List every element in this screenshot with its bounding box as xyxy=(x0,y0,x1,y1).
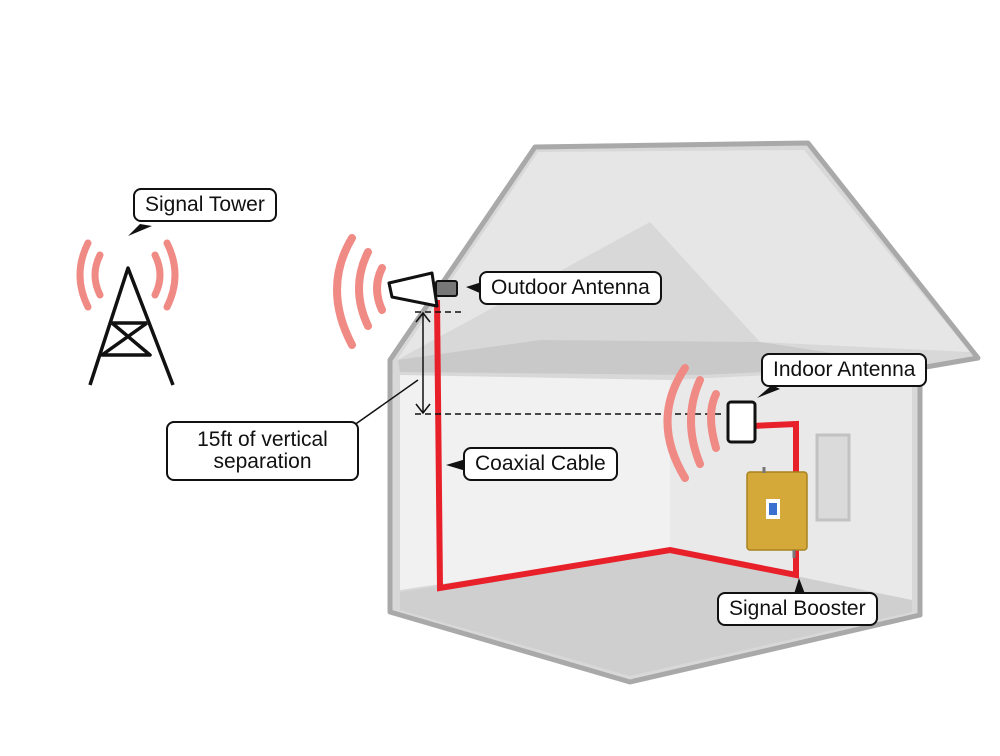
coaxial-cable-line xyxy=(434,299,799,592)
callout-pointer xyxy=(446,459,466,471)
window xyxy=(815,433,851,522)
indoor-antenna-icon xyxy=(726,400,757,444)
callout-pointer xyxy=(757,385,780,398)
outdoor-signal-waves-icon xyxy=(333,234,386,349)
separation-label-line1: 15ft of vertical xyxy=(197,428,328,451)
indoor-antenna-label: Indoor Antenna xyxy=(761,353,928,387)
separation-label-line2: separation xyxy=(213,450,312,473)
signal-booster-label: Signal Booster xyxy=(717,592,878,626)
house xyxy=(387,140,981,685)
separation-label: 15ft of vertical separation xyxy=(166,421,359,481)
separation-marker xyxy=(349,311,725,429)
signal-tower-icon xyxy=(88,266,175,386)
signal-tower-label: Signal Tower xyxy=(133,188,277,222)
outdoor-antenna-icon xyxy=(387,271,458,308)
floor xyxy=(400,550,912,676)
coaxial-cable-label: Coaxial Cable xyxy=(463,447,618,481)
callout-pointer xyxy=(794,578,805,594)
callout-pointer xyxy=(466,282,482,294)
roof-gable xyxy=(397,150,970,360)
tower-signal-waves-icon xyxy=(76,239,179,311)
back-wall xyxy=(400,375,670,590)
outdoor-antenna-label: Outdoor Antenna xyxy=(479,271,662,305)
callout-pointer xyxy=(128,224,152,236)
indoor-signal-waves-icon xyxy=(663,364,720,482)
signal-booster-device-icon xyxy=(746,467,808,558)
